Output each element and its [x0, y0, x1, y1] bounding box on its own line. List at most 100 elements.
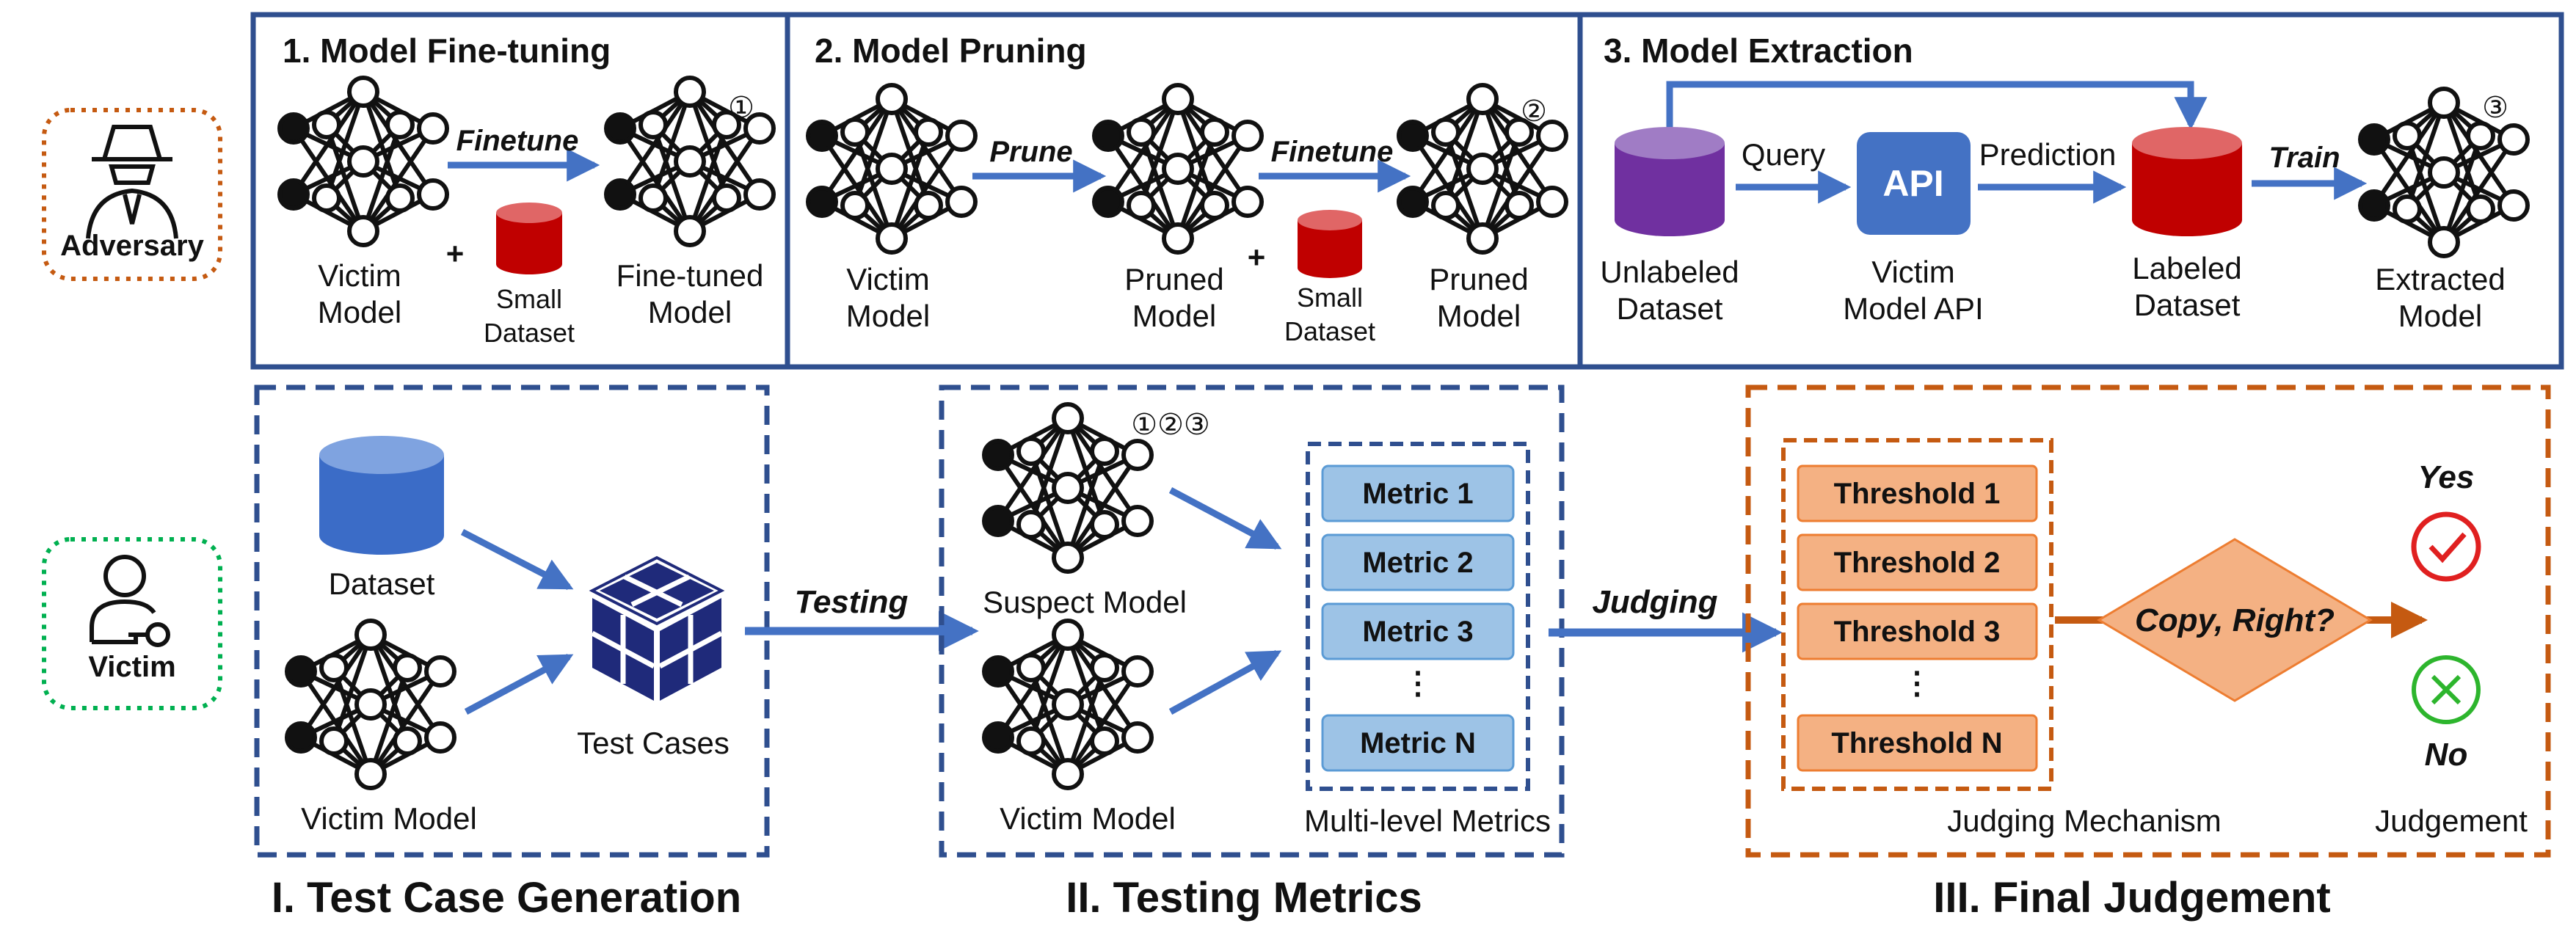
dataset-label: Dataset [329, 566, 435, 601]
prediction-label: Prediction [1979, 137, 2117, 172]
yes-check-icon [2411, 511, 2481, 582]
testing-label: Testing [795, 584, 909, 620]
plus-sign: + [446, 236, 465, 271]
suspect-to-metrics-arrow [1168, 487, 1282, 550]
section-title: II. Testing Metrics [1066, 874, 1422, 922]
threshold-label: Threshold 2 [1834, 547, 2001, 579]
victim-model-icon [280, 78, 447, 245]
victim-model-label-2: Model [846, 299, 930, 333]
victim-model-icon [287, 621, 454, 788]
victim-api-label: Victim [1871, 255, 1955, 289]
adversary-role: Adversary [42, 108, 222, 281]
unlabeled-dataset-label: Unlabeled [1600, 255, 1739, 289]
metric-item: Metric N [1321, 714, 1515, 772]
yes-label: Yes [2418, 459, 2475, 495]
metric-label: Metric 2 [1362, 547, 1473, 579]
attack-panels-frame [250, 12, 2564, 370]
victim-model-label: Victim [846, 262, 930, 296]
pruned-model-2-label-2: Model [1437, 299, 1521, 333]
decision-label: Copy, Right? [2135, 602, 2335, 638]
metric-item: Metric 2 [1321, 533, 1515, 591]
test-cases-label: Test Cases [577, 726, 729, 760]
panel-extraction: 3. Model Extraction Unlabeled Dataset Qu… [1600, 32, 2528, 333]
extracted-model-label: Extracted [2375, 262, 2505, 296]
suspect-markers: ①②③ [1131, 409, 1210, 441]
metrics-caption: Multi-level Metrics [1304, 803, 1551, 838]
test-cases-cube-icon [589, 555, 725, 701]
small-dataset-label: Small [496, 284, 562, 314]
small-dataset-label-2: Dataset [484, 318, 575, 348]
finetuned-model-label: Fine-tuned [616, 258, 764, 293]
victim-model-icon [808, 85, 975, 252]
labeled-dataset-label: Labeled [2132, 251, 2241, 285]
panel-title: 1. Model Fine-tuning [283, 32, 611, 70]
finetuned-model-label-2: Model [648, 295, 732, 329]
small-dataset-icon [1298, 210, 1362, 278]
no-cross-icon [2412, 655, 2481, 724]
threshold-ellipsis: ⋮ [1902, 666, 1932, 700]
mechanism-caption: Judging Mechanism [1947, 803, 2222, 838]
metric-item: Metric 3 [1321, 602, 1515, 660]
api-box [1857, 132, 1971, 235]
dataset-icon [319, 436, 444, 555]
section-title: I. Test Case Generation [272, 874, 741, 922]
unlabeled-dataset-label-2: Dataset [1617, 291, 1723, 326]
section-title: III. Final Judgement [1933, 874, 2330, 922]
panel-pruning: 2. Model Pruning Victim Model Prune Prun… [808, 32, 1566, 346]
victim-model-label: Victim [318, 258, 401, 293]
pruned-model-2-label: Pruned [1429, 262, 1528, 296]
victim-label: Victim [88, 651, 175, 683]
suspect-model-label: Suspect Model [983, 585, 1187, 619]
marker-2: ② [1521, 95, 1547, 128]
decision-diamond [2097, 538, 2373, 702]
pruned-model-icon [1094, 85, 1262, 252]
prune-label: Prune [989, 136, 1072, 168]
no-label: No [2425, 737, 2468, 773]
unlabeled-dataset-icon [1615, 127, 1725, 236]
marker-3: ③ [2482, 92, 2508, 124]
victim-model-label: Victim Model [301, 801, 477, 836]
user-key-icon [90, 555, 170, 647]
section-test-case-generation: Dataset Victim Model Test Cases I. Test … [254, 384, 770, 922]
metric-label: Metric 3 [1362, 616, 1473, 648]
marker-1: ① [728, 92, 754, 124]
small-dataset-label-2: Dataset [1284, 316, 1375, 346]
plus-sign: + [1248, 240, 1266, 274]
extracted-model-label-2: Model [2398, 299, 2482, 333]
threshold-item: Threshold N [1797, 714, 2038, 772]
finetune-label: Finetune [1271, 136, 1394, 168]
section-testing-metrics: ①②③ Suspect Model Victim Model Metric 1 … [939, 384, 1565, 922]
pruned-model-label: Pruned [1124, 262, 1223, 296]
thresholds-group [1781, 438, 2053, 791]
suspect-model-icon [984, 404, 1151, 572]
threshold-label: Threshold 3 [1834, 616, 2001, 648]
judgement-caption: Judgement [2375, 803, 2528, 838]
metrics-group [1306, 442, 1530, 791]
adversary-label: Adversary [60, 230, 204, 262]
model-to-testcases-arrow [464, 654, 574, 715]
panel-finetuning: 1. Model Fine-tuning Victim Model Finetu… [280, 32, 774, 348]
small-dataset-icon [496, 203, 562, 274]
labeled-dataset-icon [2132, 127, 2242, 236]
finetune-label: Finetune [456, 125, 579, 157]
threshold-item: Threshold 2 [1797, 533, 2038, 591]
panel-title: 3. Model Extraction [1604, 32, 1913, 70]
victim-to-metrics-arrow [1168, 650, 1282, 715]
metric-label: Metric 1 [1362, 478, 1473, 510]
judging-label: Judging [1592, 584, 1717, 620]
victim-model-icon [984, 621, 1151, 788]
threshold-label: Threshold N [1831, 727, 2002, 759]
train-label: Train [2268, 142, 2340, 174]
pruned-model-label-2: Model [1132, 299, 1216, 333]
bypass-arrow [1666, 81, 2208, 132]
dataset-to-testcases-arrow [460, 529, 574, 590]
metric-ellipsis: ⋮ [1402, 666, 1433, 700]
victim-model-label: Victim Model [1000, 801, 1176, 836]
victim-api-label-2: Model API [1843, 291, 1983, 326]
victim-role: Victim [42, 537, 222, 710]
threshold-label: Threshold 1 [1834, 478, 2001, 510]
panel-title: 2. Model Pruning [815, 32, 1087, 70]
section-final-judgement: Threshold 1 Threshold 2 Threshold 3 ⋮ Th… [1745, 384, 2551, 922]
threshold-item: Threshold 1 [1797, 464, 2038, 522]
